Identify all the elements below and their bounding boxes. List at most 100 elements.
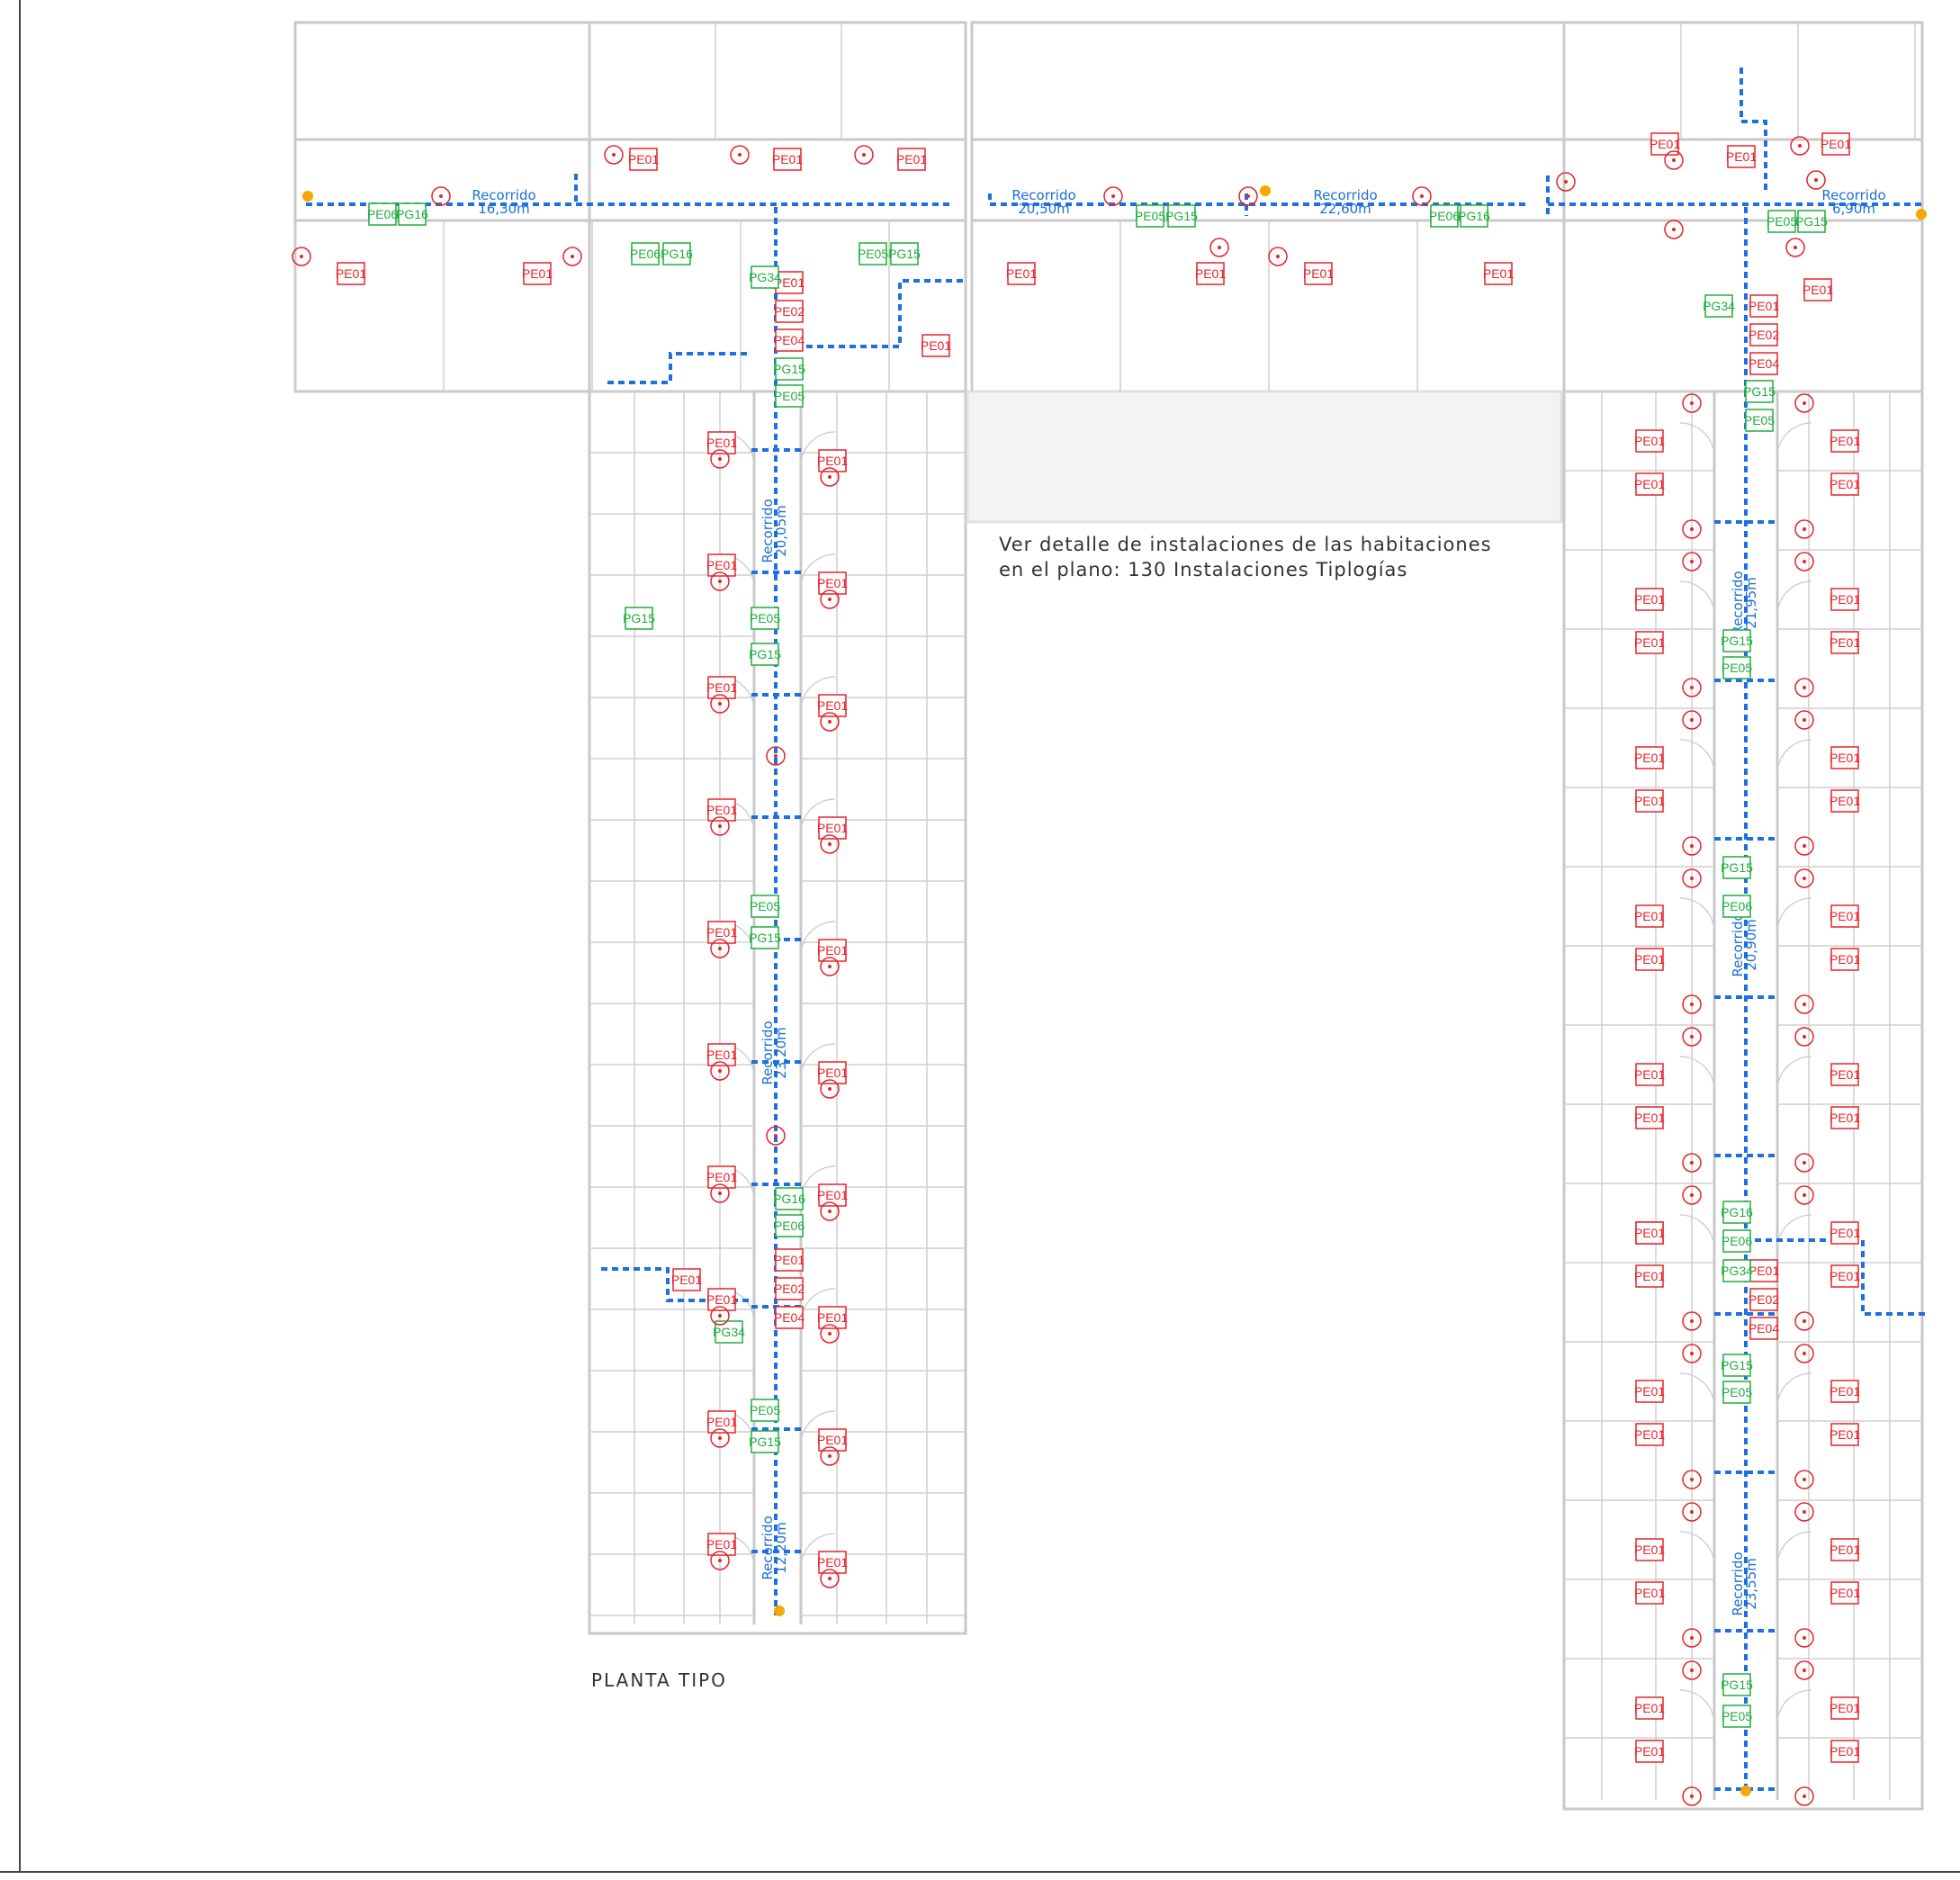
smoke-detector-icon [1794,1153,1814,1173]
svg-text:PE01: PE01 [1634,1427,1665,1442]
svg-text:PE02: PE02 [1749,328,1779,342]
equipment-pg15-label: PG15 [773,357,805,381]
equipment-pe01-label: PE01 [1830,1106,1860,1129]
svg-text:PE01: PE01 [817,1433,848,1447]
svg-text:PE06: PE06 [1722,1234,1752,1248]
route-label-length: 23,20m [773,1027,789,1079]
smoke-detector-icon [1794,1344,1814,1363]
smoke-detector-icon [1794,1628,1814,1648]
route-label-length: 23,55m [1743,1558,1759,1610]
route-label-name: Recorrido [760,1516,776,1579]
svg-text:PE01: PE01 [1303,266,1334,281]
smoke-detector-icon [820,1446,840,1466]
route-label-length: 20,90m [1743,919,1759,971]
equipment-pg34-label: PG34 [713,1320,745,1344]
svg-text:PE01: PE01 [817,454,848,468]
smoke-detector-icon [1682,1470,1702,1489]
svg-text:PE01: PE01 [1830,1111,1860,1125]
svg-text:PE05: PE05 [750,899,780,913]
svg-text:PG15: PG15 [1165,209,1198,223]
equipment-pe01-label: PE01 [706,1533,737,1556]
svg-text:PE01: PE01 [1634,909,1665,923]
equipment-pg34-label: PG34 [749,265,781,289]
smoke-detector-icon [820,1079,840,1099]
svg-text:PE04: PE04 [774,333,805,347]
svg-text:PE01: PE01 [1830,635,1860,650]
svg-text:PG15: PG15 [623,611,655,625]
svg-text:PE01: PE01 [817,576,848,590]
svg-text:PE05: PE05 [1744,413,1775,427]
smoke-detector-icon [766,1126,786,1146]
equipment-pe02-label: PE02 [1749,323,1779,346]
equipment-pe06-label: PE06 [630,242,661,265]
svg-text:PE01: PE01 [772,152,803,166]
equipment-pe01-label: PE01 [706,1165,737,1189]
equipment-pg15-label: PG15 [888,242,921,265]
equipment-pe01-label: PE01 [1803,278,1833,301]
smoke-detector-icon [1682,519,1702,539]
svg-text:PE06: PE06 [630,247,661,261]
svg-text:PE01: PE01 [706,1170,737,1184]
route-label-name: Recorrido [760,499,776,562]
equipment-pe01-label: PE01 [817,1551,848,1574]
svg-text:PE02: PE02 [1749,1292,1779,1307]
equipment-pe01-label: PE01 [1634,1538,1665,1561]
svg-text:PG16: PG16 [1721,1205,1753,1219]
svg-text:PG16: PG16 [773,1192,805,1206]
smoke-detector-icon [710,816,730,836]
smoke-detector-icon [1794,519,1814,539]
exit-points [302,185,1927,1796]
route-label-length: 16,30m [478,201,530,217]
svg-text:PG16: PG16 [661,247,693,261]
route-label-name: Recorrido [1821,187,1885,203]
smoke-detector-icon [710,694,730,714]
equipment-pe02-label: PE02 [774,300,805,323]
equipment-pe01-label: PE01 [1634,429,1665,453]
smoke-detector-icon [710,1306,730,1326]
svg-text:PE01: PE01 [817,1188,848,1202]
svg-text:PG15: PG15 [749,931,781,945]
smoke-detector-icon [1664,150,1684,170]
route-label-length: 6,90m [1832,201,1875,217]
route-direction-marks [751,448,1777,1791]
equipment-pg15-label: PG15 [1795,210,1828,233]
equipment-pe01-label: PE01 [1830,1221,1860,1245]
svg-text:PE04: PE04 [1749,356,1779,371]
svg-text:PE02: PE02 [774,304,805,319]
equipment-pe01-label: PE01 [336,262,366,285]
smoke-detector-icon [1785,238,1805,257]
svg-text:PE04: PE04 [774,1310,805,1325]
equipment-pe01-label: PE01 [1830,904,1860,928]
svg-text:PE01: PE01 [1634,1744,1665,1759]
equipment-pg34-label: PG34 [1703,294,1735,318]
smoke-detector-icon [431,186,451,206]
svg-text:PE01: PE01 [817,821,848,835]
svg-text:PE05: PE05 [1722,1709,1752,1723]
svg-text:PG15: PG15 [1721,634,1753,648]
svg-text:PE01: PE01 [706,803,737,817]
equipment-pe01-label: PE01 [817,1428,848,1452]
equipment-pe01-label: PE01 [1634,904,1665,928]
svg-text:PE01: PE01 [817,1555,848,1570]
equipment-pe02-label: PE02 [1749,1288,1779,1311]
svg-text:PE01: PE01 [1634,1586,1665,1600]
equipment-pe06-label: PE06 [1722,1229,1752,1253]
equipment-pg15-label: PG15 [749,643,781,666]
equipment-pe06-label: PE06 [774,1214,805,1237]
smoke-detector-icon [1103,186,1123,206]
equipment-pe05-label: PE05 [750,607,780,630]
equipment-pe01-label: PE01 [628,148,659,171]
plan-title: PLANTA TIPO [591,1669,727,1691]
smoke-detector-icon [1682,1311,1702,1331]
route-label-length: 22,60m [1319,201,1371,217]
svg-text:PG15: PG15 [1795,214,1828,229]
smoke-detector-icon [820,467,840,487]
route-label-length: 20,05m [773,505,789,557]
equipment-pe04-label: PE04 [774,1306,805,1329]
smoke-detector-icon [710,1061,730,1081]
smoke-detector-icon [710,1428,730,1448]
equipment-pe01-label: PE01 [1830,1264,1860,1288]
svg-text:PE01: PE01 [1830,477,1860,491]
smoke-detector-icon [1794,1470,1814,1489]
exit-dot [774,1606,785,1616]
